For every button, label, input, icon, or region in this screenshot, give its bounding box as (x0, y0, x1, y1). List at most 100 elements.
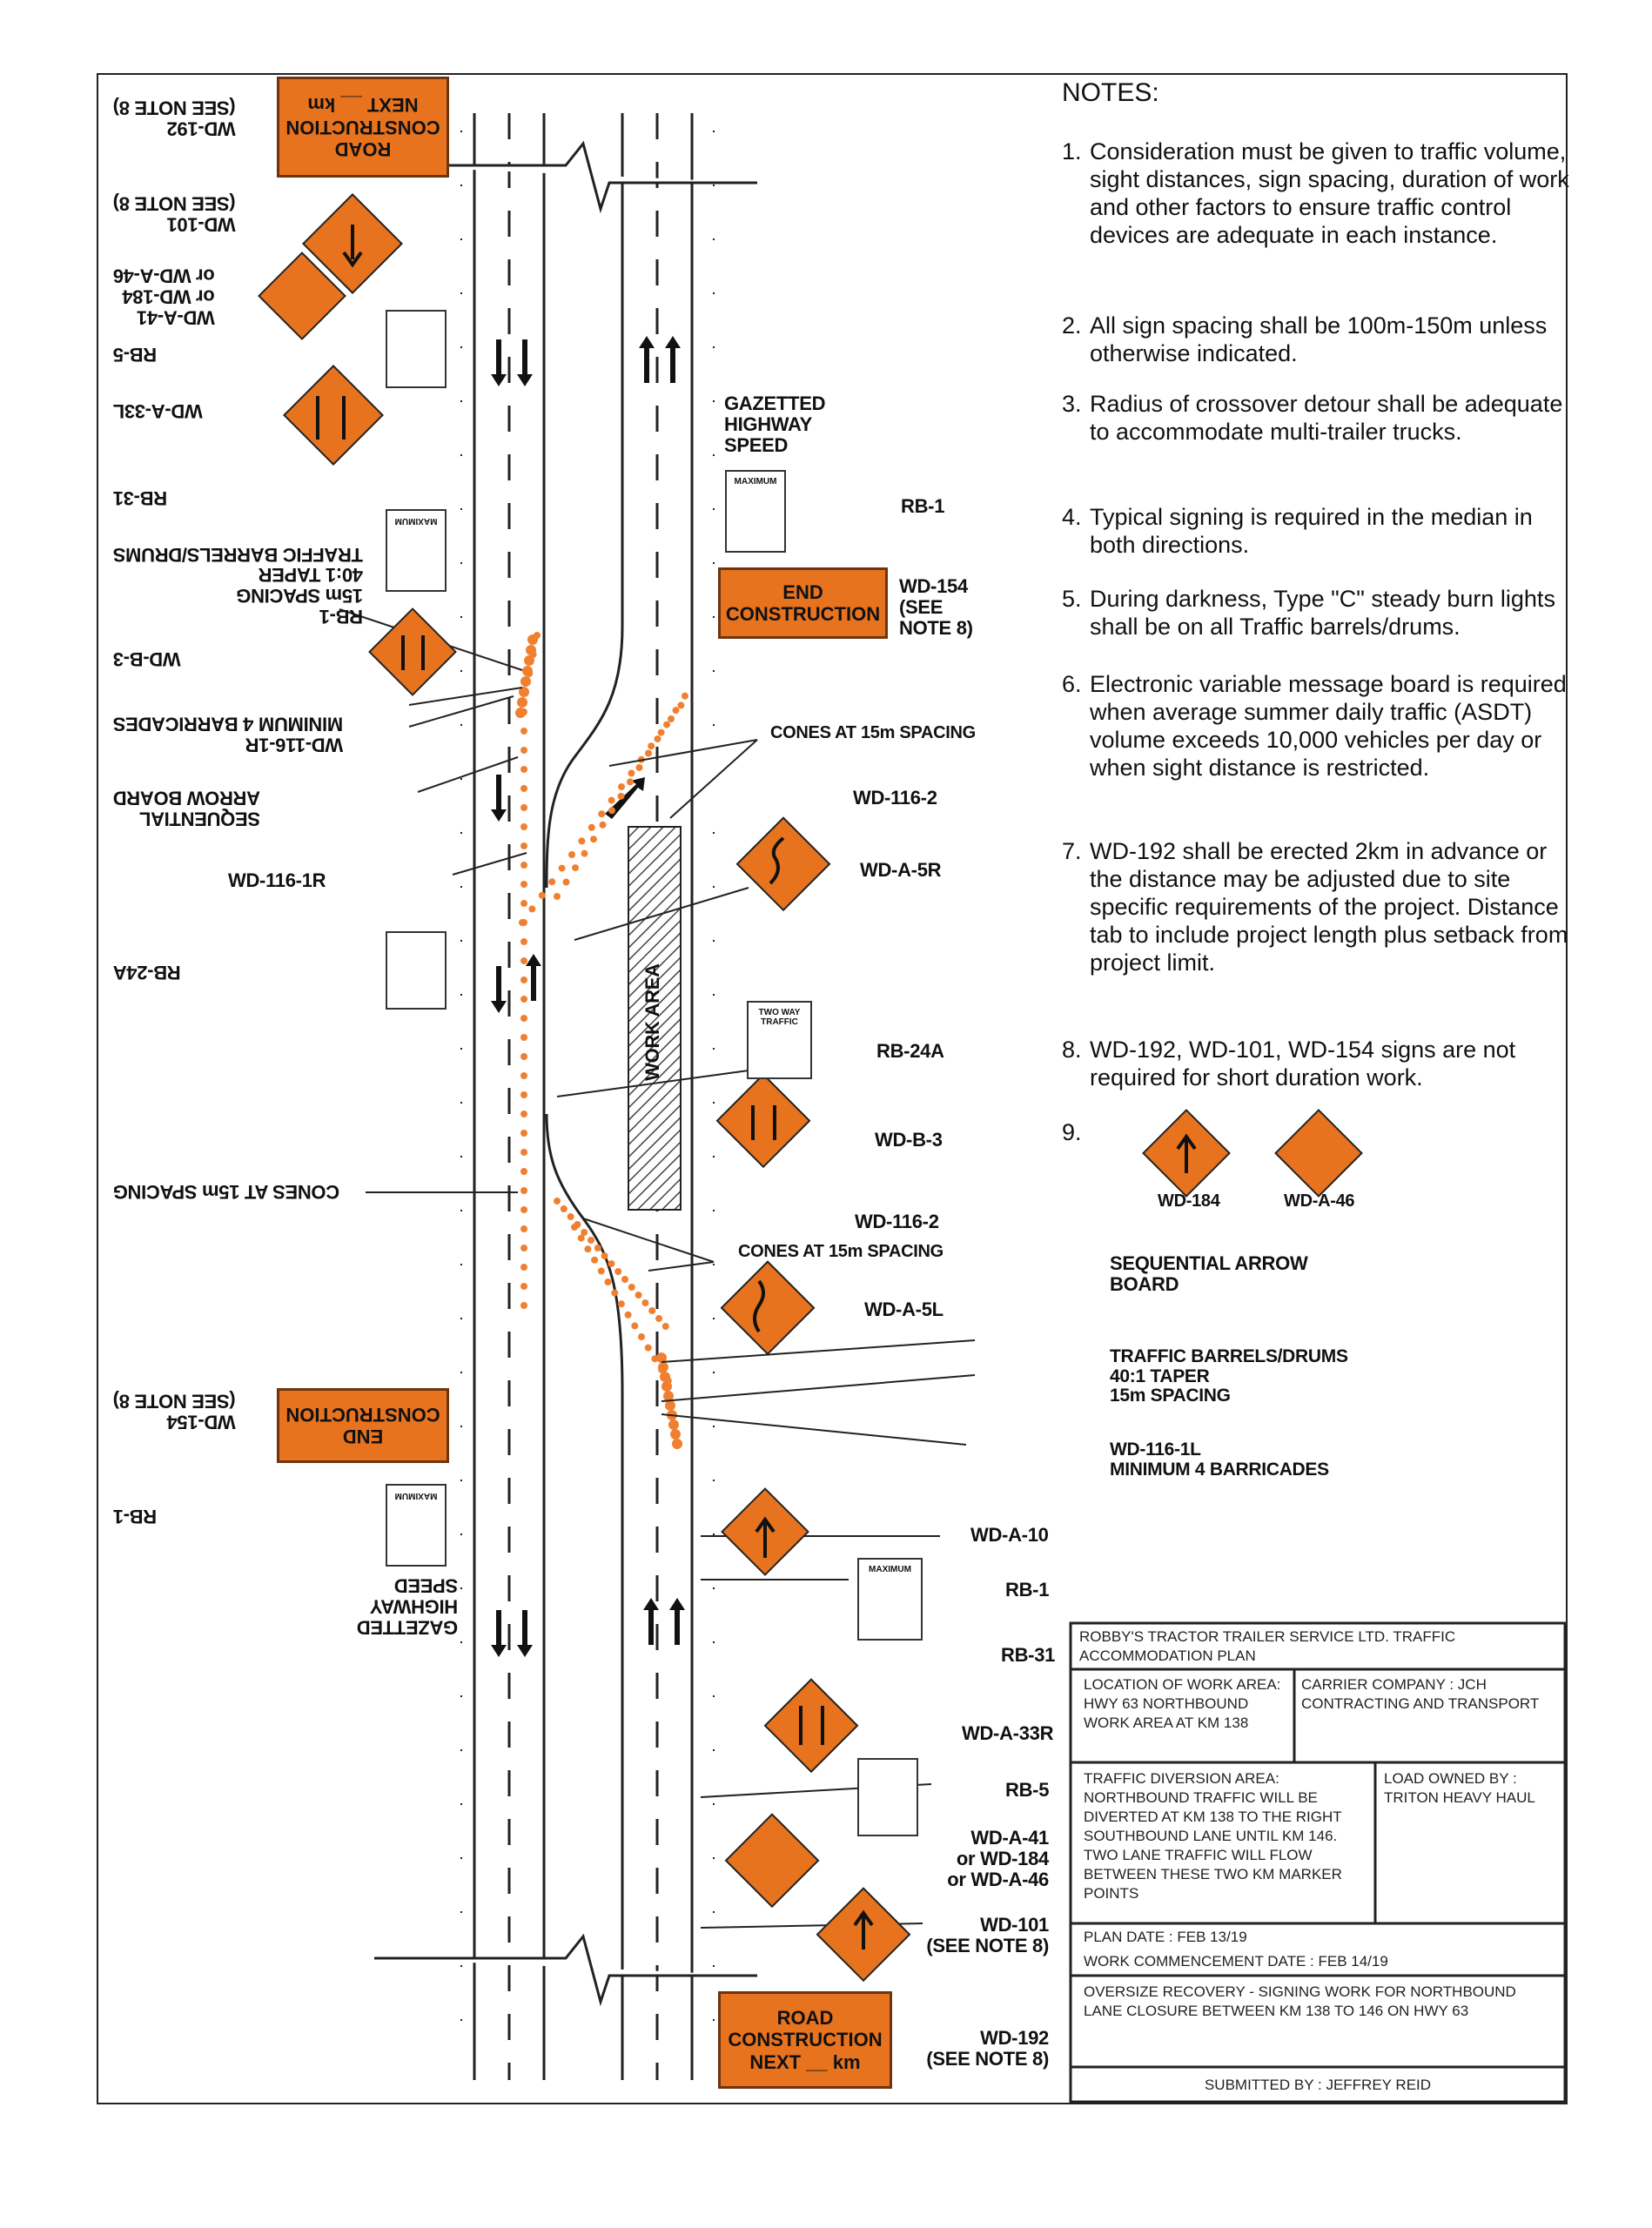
cone (590, 836, 597, 843)
sign-wd192-right: ROAD CONSTRUCTION NEXT __ km (718, 1991, 892, 2089)
cone (599, 821, 607, 829)
sign-rb24a-left (386, 931, 447, 1010)
label-wd-a-10: WD-A-10 (970, 1524, 1049, 1546)
cone (645, 749, 652, 757)
label-wd1161r-b: WD-116-1R (228, 869, 326, 891)
label-rb1-bottom: RB-1 (1005, 1579, 1050, 1601)
cone (657, 728, 665, 736)
cone (520, 1034, 527, 1041)
tb-load-owner: LOAD OWNED BY : TRITON HEAVY HAUL (1384, 1770, 1535, 1806)
cone (663, 1391, 674, 1401)
note-number: 4. (1062, 504, 1082, 530)
sign-wd-a-41-right (724, 1813, 820, 1909)
cone (581, 1229, 588, 1236)
label-wd-b-3-right: WD-B-3 (875, 1129, 943, 1151)
break-lines (374, 140, 757, 2007)
label-wd-a-33r: WD-A-33R (962, 1722, 1054, 1744)
label-wd1162-bottom: WD-116-2 (855, 1211, 939, 1232)
cone (672, 707, 680, 715)
cone (560, 1205, 567, 1212)
cone (591, 1256, 599, 1264)
cone (604, 1278, 612, 1285)
cone (648, 742, 655, 750)
note-text: Consideration must be given to traffic v… (1090, 138, 1569, 248)
sign-wd-a-33r (763, 1678, 859, 1774)
label-wd192-right: WD-192 (SEE NOTE 8) (926, 2027, 1049, 2070)
cone (520, 1264, 527, 1271)
cone (677, 701, 685, 709)
cone (648, 1307, 656, 1314)
cone (520, 804, 527, 811)
cone (520, 1015, 527, 1022)
label-rb1-top: RB-1 (901, 495, 945, 517)
cone (608, 1260, 615, 1267)
cone (519, 687, 529, 697)
sign-wd-a-41-left (258, 252, 346, 340)
label-cones-bottom: CONES AT 15m SPACING (738, 1242, 944, 1261)
work-area-hatch (628, 826, 682, 1211)
label-wd1162-top: WD-116-2 (853, 787, 937, 809)
cone (628, 769, 635, 777)
cone (520, 881, 527, 888)
tb-location: LOCATION OF WORK AREA: HWY 63 NORTHBOUND… (1084, 1676, 1281, 1731)
label-wd1161l: WD-116-1L MINIMUM 4 BARRICADES (1110, 1439, 1329, 1480)
cone (568, 851, 575, 858)
tb-diversion: TRAFFIC DIVERSION AREA: NORTHBOUND TRAFF… (1084, 1770, 1342, 1902)
cone (520, 1245, 527, 1252)
note-text: Radius of crossover detour shall be adeq… (1090, 391, 1563, 445)
cone (656, 1352, 667, 1363)
cone (618, 783, 625, 790)
cone (538, 891, 546, 899)
cone (682, 692, 688, 700)
cone (520, 1091, 527, 1098)
cone (520, 1168, 527, 1175)
note-number: 7. (1062, 838, 1082, 864)
cone (614, 1268, 622, 1275)
cone (608, 807, 615, 815)
note-text: WD-192, WD-101, WD-154 signs are not req… (1090, 1037, 1516, 1091)
note-number: 8. (1062, 1037, 1082, 1063)
tb-plan-date: PLAN DATE : FEB 13/19 (1084, 1929, 1247, 1945)
cone (520, 676, 531, 687)
cone (520, 1206, 527, 1213)
cone (520, 862, 527, 869)
cone (520, 996, 527, 1003)
tb-submitted: SUBMITTED BY : JEFFREY REID (1204, 2077, 1432, 2093)
cone (524, 655, 534, 666)
cone (654, 735, 661, 743)
cone (597, 1267, 605, 1275)
cone (655, 1315, 662, 1322)
label-gazetted-right: GAZETTED HIGHWAY SPEED (724, 393, 826, 456)
road-edges (473, 113, 694, 2080)
note-text: WD-192 shall be erected 2km in advance o… (1090, 838, 1568, 976)
cone (520, 1149, 527, 1156)
cone (581, 849, 588, 857)
note-text: Typical signing is required in the media… (1090, 504, 1533, 558)
sign-wd-a-5r (735, 816, 831, 912)
cone (520, 1111, 527, 1117)
cone (644, 1344, 652, 1352)
cone (517, 697, 527, 708)
sign-wd-a-46-note (1274, 1109, 1363, 1198)
cone (520, 1072, 527, 1079)
label-wd154-right: WD-154 (SEE NOTE 8) (899, 575, 973, 639)
sheet-border (97, 73, 1568, 2104)
cone (578, 837, 586, 845)
sign-rb1-right: MAXIMUM (725, 470, 786, 553)
cone (601, 1252, 608, 1259)
sign-rb24a-right: TWO WAY TRAFFIC (747, 1001, 812, 1079)
cone (668, 715, 675, 722)
cone (668, 1419, 679, 1430)
cone (520, 900, 527, 907)
cone (558, 864, 566, 872)
cone (588, 823, 595, 831)
cone (520, 842, 527, 849)
cone (520, 938, 527, 945)
cone (617, 1300, 625, 1308)
sign-wd-a-33l (283, 365, 384, 466)
note-text: All sign spacing shall be 100m-150m unle… (1090, 312, 1548, 366)
cone (627, 778, 634, 786)
label-wd101-right: WD-101 (SEE NOTE 8) (926, 1914, 1049, 1956)
